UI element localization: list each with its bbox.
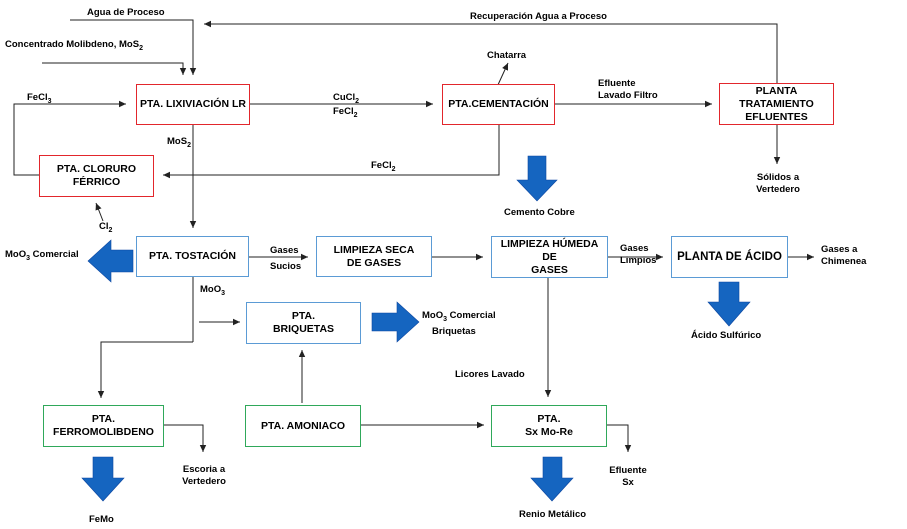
pta-lixiviacion-box: PTA. LIXIVIACIÓN LR [136,84,250,125]
gases-sucios-label: Gases Sucios [270,245,302,272]
planta-tratamiento-efluentes-label: PLANTA TRATAMIENTO EFLUENTES [739,84,814,123]
flow-recuperacion-agua [204,20,778,83]
planta-de-acido-box: PLANTA DE ÁCIDO [671,236,788,278]
pta-tostacion-label: PTA. TOSTACIÓN [149,250,236,262]
acido-sulfurico-arrow-icon [707,281,751,327]
escoria-vertedero-label: Escoria a Vertedero [182,464,226,487]
pta-amoniaco-box: PTA. AMONIACO [245,405,361,447]
pta-cloruro-ferrico-label: PTA. CLORURO FÉRRICO [56,163,137,188]
flow-cl2 [95,202,104,222]
efluente-sx-label: Efluente Sx [609,465,647,488]
limpieza-seca-gases-label: LIMPIEZA SECA DE GASES [333,243,415,269]
moo3-comercial-arrow-icon [87,239,134,283]
cemento-cobre-label: Cemento Cobre [504,207,575,218]
mos2-label: MoS2 [167,136,191,149]
chatarra-label: Chatarra [487,50,527,61]
planta-de-acido-label: PLANTA DE ÁCIDO [677,251,782,263]
flow-escoria [164,424,207,452]
pta-lixiviacion-label: PTA. LIXIVIACIÓN LR [140,98,246,110]
flow-concentrado [42,62,187,75]
flow-to-ferromolibdeno [97,341,193,398]
pta-cementacion-box: PTA.CEMENTACIÓN [442,84,555,125]
pta-amoniaco-label: PTA. AMONIACO [261,419,345,432]
flow-fecl3 [13,100,126,176]
fecl2-label-return: FeCl2 [371,160,396,173]
pta-ferromolibdeno-label: PTA. FERROMOLIBDENO [53,413,154,438]
efluente-lavado-filtro-label: Efluente Lavado Filtro [598,78,658,101]
planta-tratamiento-efluentes-box: PLANTA TRATAMIENTO EFLUENTES [719,83,834,125]
cl2-label: Cl2 [99,221,113,234]
agua-proceso-label: Agua de Proceso [87,7,165,18]
fecl3-label: FeCl3 [27,92,52,105]
recuperacion-agua-label: Recuperación Agua a Proceso [470,11,607,22]
moo3-label: MoO3 [200,284,226,297]
femo-arrow-icon [81,456,125,502]
gases-limpios-label: Gases Limpios [620,243,657,266]
renio-arrow-icon [530,456,574,502]
pta-cementacion-label: PTA.CEMENTACIÓN [448,98,549,110]
cemento-cobre-arrow-icon [516,155,558,202]
limpieza-humeda-gases-label: LIMPIEZA HÚMEDA DE GASES [500,237,599,276]
pta-cloruro-ferrico-box: PTA. CLORURO FÉRRICO [39,155,154,197]
pta-sx-mo-re-label: PTA. Sx Mo-Re [525,413,573,438]
acido-sulfurico-label: Ácido Sulfúrico [691,330,762,341]
pta-sx-mo-re-box: PTA. Sx Mo-Re [491,405,607,447]
pta-briquetas-label: PTA. BRIQUETAS [272,310,335,335]
pta-ferromolibdeno-box: PTA. FERROMOLIBDENO [43,405,164,447]
limpieza-seca-gases-box: LIMPIEZA SECA DE GASES [316,236,432,277]
flow-fecl2-return [163,125,500,179]
fecl2-label-top: FeCl2 [333,106,358,119]
cucl2-label: CuCl2 [333,92,360,105]
flow-chatarra [496,62,509,88]
limpieza-humeda-gases-box: LIMPIEZA HÚMEDA DE GASES [491,236,608,278]
concentrado-molibdeno-label: Concentrado Molibdeno, MoS2 [5,39,143,52]
pta-briquetas-box: PTA. BRIQUETAS [246,302,361,344]
flow-agua-proceso [70,19,197,75]
licores-lavado-label: Licores Lavado [455,369,525,380]
solidos-vertedero-label: Sólidos a Vertedero [756,172,800,195]
pta-tostacion-box: PTA. TOSTACIÓN [136,236,249,277]
flow-efluente-sx [607,424,632,452]
femo-label: FeMo [89,514,114,525]
moo3-comercial-label: MoO3 Comercial [5,249,79,262]
moo3-briquetas-arrow-icon [371,301,420,343]
gases-chimenea-label: Gases a Chimenea [821,244,867,267]
renio-metalico-label: Renio Metálico [519,509,587,520]
